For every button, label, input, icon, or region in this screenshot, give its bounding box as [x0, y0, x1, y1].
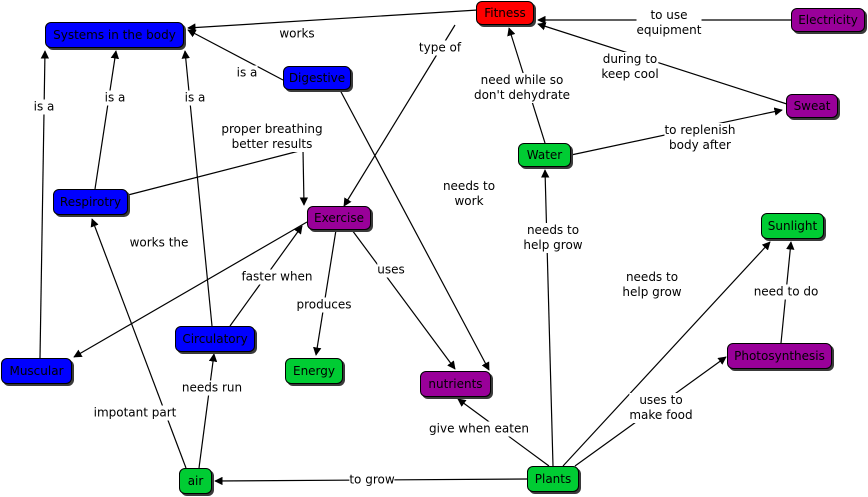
link-needs-to-help-grow-sun: needs to help grow — [622, 270, 682, 300]
air-label: air — [187, 474, 204, 488]
muscular-node[interactable]: Muscular — [1, 358, 72, 384]
connection-air-to-respirotry — [90, 218, 187, 469]
link-type-of: type of — [418, 40, 462, 56]
connection-exercise-to-muscular — [73, 221, 308, 358]
connection-digestive-to-systems — [187, 29, 284, 81]
sunlight-node[interactable]: Sunlight — [761, 213, 824, 239]
exercise-node[interactable]: Exercise — [307, 206, 371, 230]
connection-respirotry-to-exercise — [127, 149, 304, 196]
connection-plants-to-water — [541, 169, 554, 467]
energy-node[interactable]: Energy — [285, 358, 343, 384]
link-need-while: need while so don't dehydrate — [473, 73, 571, 103]
photosynthesis-label: Photosynthesis — [734, 349, 825, 363]
link-is-a-digestive: is a — [236, 65, 258, 81]
connection-plants-to-sunlight — [562, 241, 771, 467]
connection-proper-breathing-to-exercise — [299, 149, 309, 206]
connection-exercise-to-nutrients — [351, 229, 456, 370]
digestive-label: Digestive — [288, 71, 346, 85]
link-during-to-keep-cool: during to keep cool — [601, 52, 659, 82]
connection-exercise-to-energy — [313, 229, 337, 356]
link-needs-to-work: needs to work — [442, 179, 496, 209]
link-produces: produces — [296, 297, 352, 313]
sweat-node[interactable]: Sweat — [786, 94, 838, 118]
water-node[interactable]: Water — [518, 143, 571, 167]
connection-digestive-to-nutrients — [339, 89, 490, 371]
link-to-use-equipment: to use equipment — [636, 8, 702, 38]
link-needs-to-help-grow-water: needs to help grow — [523, 223, 583, 253]
connection-sweat-to-fitness — [537, 22, 791, 106]
sunlight-label: Sunlight — [767, 219, 818, 233]
link-need-to-do: need to do — [753, 284, 819, 300]
link-give-when-eaten: give when eaten — [429, 421, 529, 437]
link-needs-run: needs run — [181, 380, 243, 396]
link-uses: uses — [377, 262, 405, 278]
water-label: Water — [526, 148, 563, 162]
plants-node[interactable]: Plants — [527, 466, 579, 492]
electricity-label: Electricity — [798, 13, 858, 27]
systems-label: Systems in the body — [53, 28, 176, 42]
fitness-node[interactable]: Fitness — [476, 1, 534, 25]
link-impotant-part: impotant part — [93, 405, 177, 421]
link-proper-breathing: proper breathing better results — [221, 122, 323, 152]
energy-label: Energy — [292, 364, 335, 378]
connection-respirotry-to-systems — [94, 50, 120, 190]
nutrients-node[interactable]: nutrients — [420, 371, 491, 397]
circulatory-node[interactable]: Circulatory — [175, 326, 255, 352]
muscular-label: Muscular — [9, 364, 64, 378]
circulatory-label: Circulatory — [182, 332, 248, 346]
nutrients-label: nutrients — [428, 377, 483, 391]
exercise-label: Exercise — [314, 211, 364, 225]
electricity-node[interactable]: Electricity — [791, 8, 865, 32]
connection-muscular-to-systems — [39, 50, 50, 359]
fitness-label: Fitness — [484, 6, 526, 20]
air-node[interactable]: air — [179, 468, 212, 494]
link-to-replenish: to replenish body after — [664, 123, 736, 153]
connection-fitness-to-systems — [187, 9, 479, 32]
link-uses-to-make-food: uses to make food — [629, 393, 693, 423]
respirotry-label: Respirotry — [59, 195, 122, 209]
connection-air-to-circulatory — [198, 353, 218, 469]
digestive-node[interactable]: Digestive — [283, 66, 351, 90]
link-is-a-respirotry: is a — [104, 90, 126, 106]
photosynthesis-node[interactable]: Photosynthesis — [727, 343, 832, 369]
systems-in-the-body-node[interactable]: Systems in the body — [45, 22, 184, 48]
link-to-grow: to grow — [349, 472, 395, 488]
link-works-the: works the — [129, 235, 189, 251]
respirotry-node[interactable]: Respirotry — [53, 189, 128, 215]
link-is-a-muscular: is a — [33, 99, 55, 115]
link-faster-when: faster when — [241, 269, 313, 285]
link-works: works — [279, 26, 315, 42]
plants-label: Plants — [534, 472, 572, 486]
sweat-label: Sweat — [793, 99, 831, 113]
link-is-a-circulatory: is a — [184, 90, 206, 106]
